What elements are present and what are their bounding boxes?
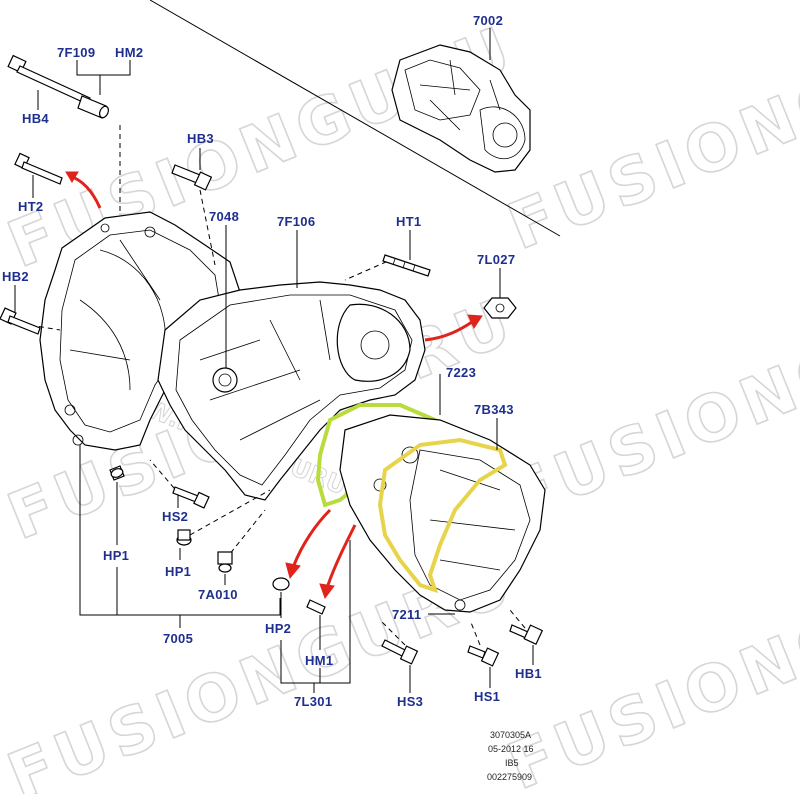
label-HP2: HP2 xyxy=(265,621,291,636)
arrow-HP2-head xyxy=(285,562,301,580)
cover-7211 xyxy=(339,414,546,613)
part-7A010 xyxy=(217,551,233,573)
plug-HP1-lower xyxy=(176,529,192,546)
label-HB4: HB4 xyxy=(22,111,49,126)
screw-HS1 xyxy=(467,645,500,667)
bolt-HB1 xyxy=(509,624,544,646)
label-HT1: HT1 xyxy=(396,214,421,229)
separator-line xyxy=(149,0,561,237)
label-7L027: 7L027 xyxy=(477,252,515,267)
arrow-7L027-head xyxy=(467,314,483,330)
label-7B343: 7B343 xyxy=(474,402,514,417)
label-HT2: HT2 xyxy=(18,199,43,214)
drawing-code: 3070305A xyxy=(490,730,531,740)
leader-7L301 xyxy=(280,540,351,684)
part-labels: 7002 7F109 HM2 HB4 HB3 HT2 7048 7F106 HT… xyxy=(2,13,542,709)
plug-HP2 xyxy=(272,577,290,591)
arrow-HM1 xyxy=(326,524,357,586)
label-7002: 7002 xyxy=(473,13,503,28)
label-7F109: 7F109 xyxy=(57,45,95,60)
arrow-HM1-head xyxy=(319,583,335,600)
direction-arrows xyxy=(65,171,483,600)
gasket-7B343 xyxy=(377,437,508,594)
stud-HT2 xyxy=(14,152,63,185)
bolt-HB3 xyxy=(171,164,213,191)
pin-HM1 xyxy=(306,599,326,615)
label-HP1-lower: HP1 xyxy=(165,564,191,579)
plug-HP1-top xyxy=(109,465,125,481)
label-HM1: HM1 xyxy=(305,653,333,668)
label-7048: 7048 xyxy=(209,209,239,224)
label-7005: 7005 xyxy=(163,631,193,646)
drawing-ref: 002275909 xyxy=(487,772,532,782)
leader-7F109-HM2 xyxy=(76,60,131,76)
label-7211: 7211 xyxy=(392,607,421,622)
label-HM2: HM2 xyxy=(115,45,143,60)
label-7F106: 7F106 xyxy=(277,214,315,229)
screw-HS3 xyxy=(381,639,419,665)
label-7L301: 7L301 xyxy=(294,694,332,709)
drawing-date: 05-2012 16 xyxy=(488,744,534,754)
bolt-HB2 xyxy=(0,307,41,335)
label-HP1-top: HP1 xyxy=(103,548,129,563)
bolt-HB4 xyxy=(7,54,91,105)
label-HS3: HS3 xyxy=(397,694,423,709)
label-HB1: HB1 xyxy=(515,666,542,681)
transmission-assembly-7002 xyxy=(391,44,531,173)
label-HS2: HS2 xyxy=(162,509,188,524)
nut-7L027 xyxy=(483,297,517,319)
drawing-variant: IB5 xyxy=(505,758,519,768)
label-7223: 7223 xyxy=(446,365,476,380)
stud-HT1 xyxy=(382,254,431,277)
dowel-HM2 xyxy=(77,95,110,119)
label-HB3: HB3 xyxy=(187,131,214,146)
screw-HS2 xyxy=(172,486,210,509)
gear-case-7F106 xyxy=(157,281,426,501)
bellhousing-7005 xyxy=(39,211,241,451)
watermark-text-right-bottom: FUSIONGU xyxy=(498,577,800,794)
watermark-text-right-top: FUSIONGU xyxy=(498,37,800,265)
label-HB2: HB2 xyxy=(2,269,29,284)
arrow-7L027 xyxy=(424,320,473,342)
drawing-metadata: 3070305A 05-2012 16 IB5 002275909 xyxy=(487,730,534,782)
label-7A010: 7A010 xyxy=(198,587,238,602)
arrow-HP2 xyxy=(292,508,332,566)
arrow-HT2-head xyxy=(65,171,79,183)
label-HS1: HS1 xyxy=(474,689,500,704)
